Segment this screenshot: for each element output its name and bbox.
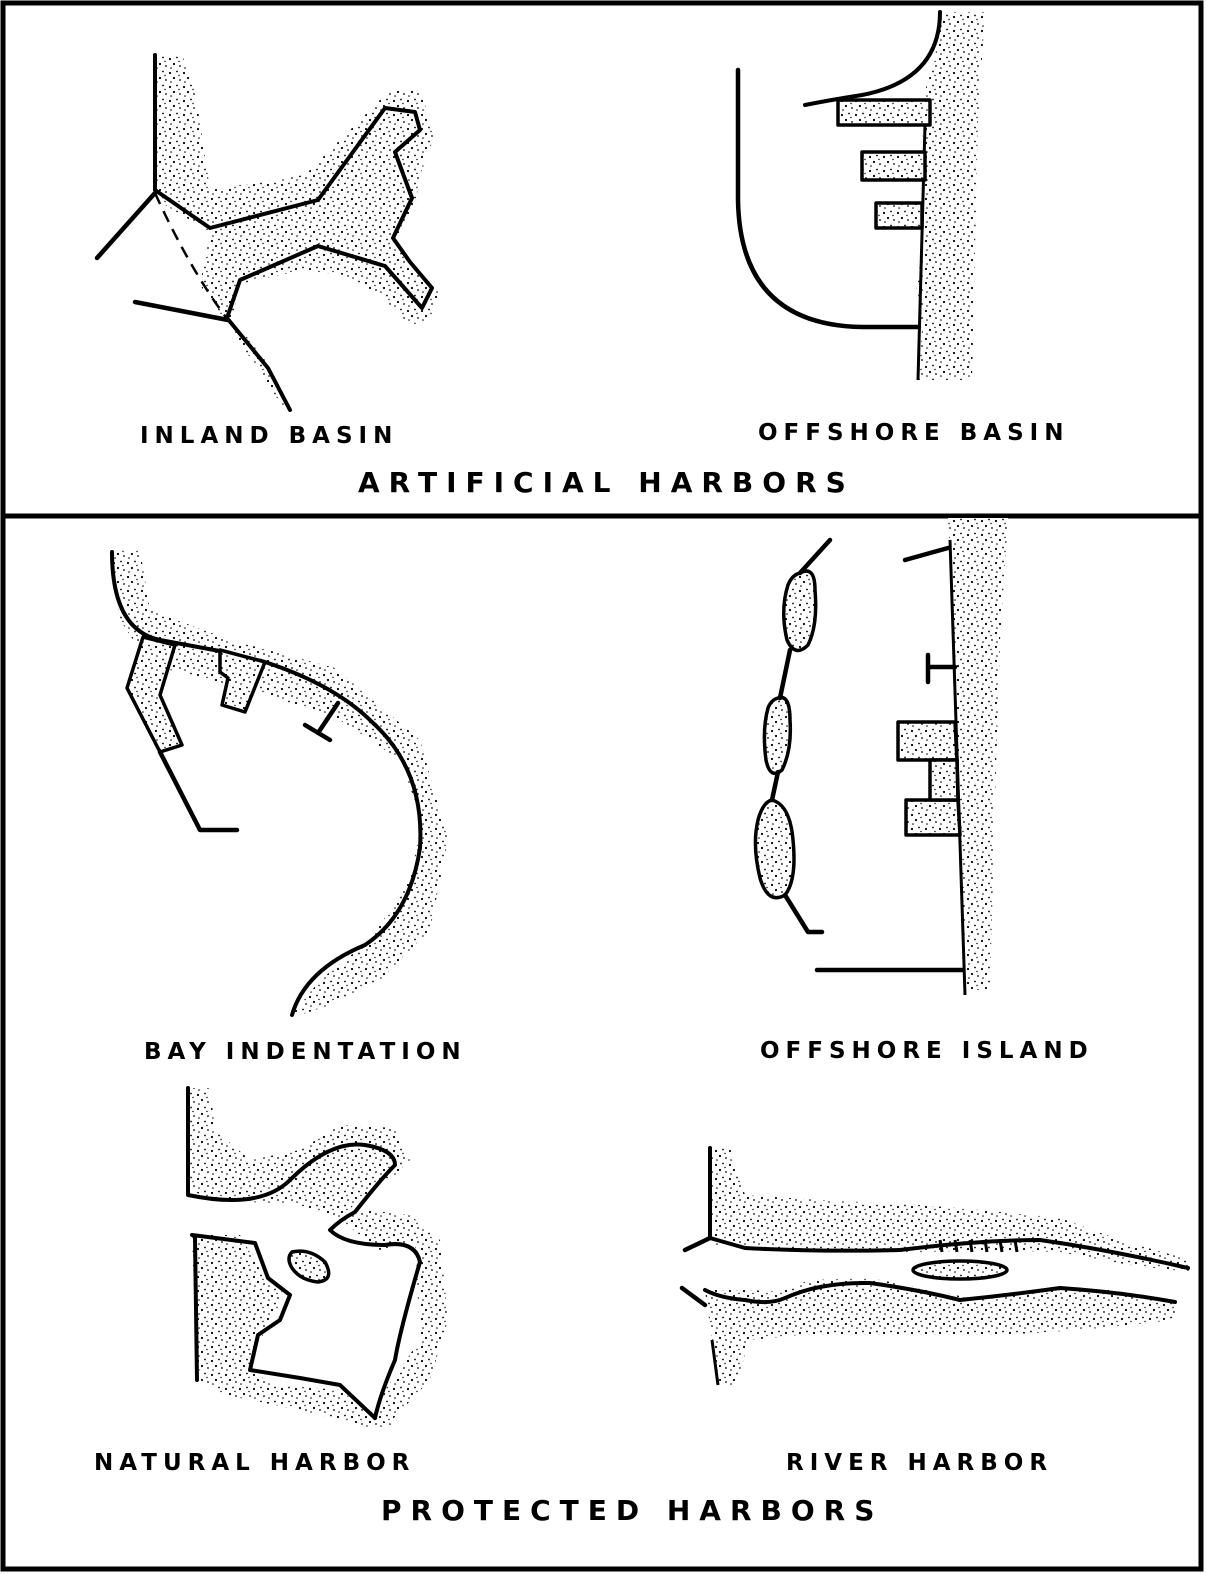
offshore-island-groin (928, 655, 955, 682)
offshore-basin-dock-1 (838, 100, 930, 125)
river-harbor-label: RIVER HARBOR (786, 1450, 1053, 1476)
outer-frame (3, 3, 1201, 1569)
natural-harbor-label: NATURAL HARBOR (94, 1450, 415, 1476)
offshore-island-label: OFFSHORE ISLAND (760, 1038, 1094, 1064)
natural-harbor-coast-west (195, 1238, 197, 1380)
offshore-basin-coast (805, 12, 940, 105)
river-harbor-jetty-south (682, 1288, 705, 1305)
natural-harbor-diagram (188, 1088, 448, 1430)
inland-basin-label: INLAND BASIN (140, 423, 398, 449)
river-harbor-jetty-north (685, 1238, 710, 1250)
natural-harbor-island (289, 1251, 329, 1282)
inland-basin-jetty-south (135, 302, 228, 320)
offshore-island-dock-upper (898, 722, 957, 760)
river-harbor-island (913, 1261, 1007, 1279)
offshore-island-diagram (755, 518, 1008, 995)
offshore-basin-dock-2 (862, 152, 925, 180)
river-harbor-diagram (682, 1148, 1190, 1385)
protected-harbors-heading: PROTECTED HARBORS (381, 1494, 883, 1527)
offshore-basin-label: OFFSHORE BASIN (758, 420, 1069, 446)
offshore-island-jetty-top (905, 548, 948, 560)
inland-basin-diagram (97, 55, 440, 410)
bay-indentation-land (112, 550, 448, 1015)
island-1 (784, 571, 816, 650)
bay-indentation-diagram (112, 550, 448, 1015)
offshore-basin-dock-3 (876, 203, 922, 228)
offshore-island-dock-join (930, 760, 958, 800)
island-2 (764, 697, 790, 773)
offshore-basin-land (916, 12, 985, 380)
island-3 (755, 800, 794, 898)
offshore-basin-diagram (738, 12, 985, 380)
bay-indentation-label: BAY INDENTATION (144, 1039, 467, 1065)
bay-indentation-pier-2 (220, 650, 265, 712)
artificial-harbors-heading: ARTIFICIAL HARBORS (358, 466, 855, 499)
bay-indentation-pier-1 (127, 637, 182, 752)
bay-indentation-breakwater (160, 752, 237, 830)
offshore-island-dock-lower (906, 800, 960, 835)
inland-basin-jetty-north (97, 193, 155, 258)
